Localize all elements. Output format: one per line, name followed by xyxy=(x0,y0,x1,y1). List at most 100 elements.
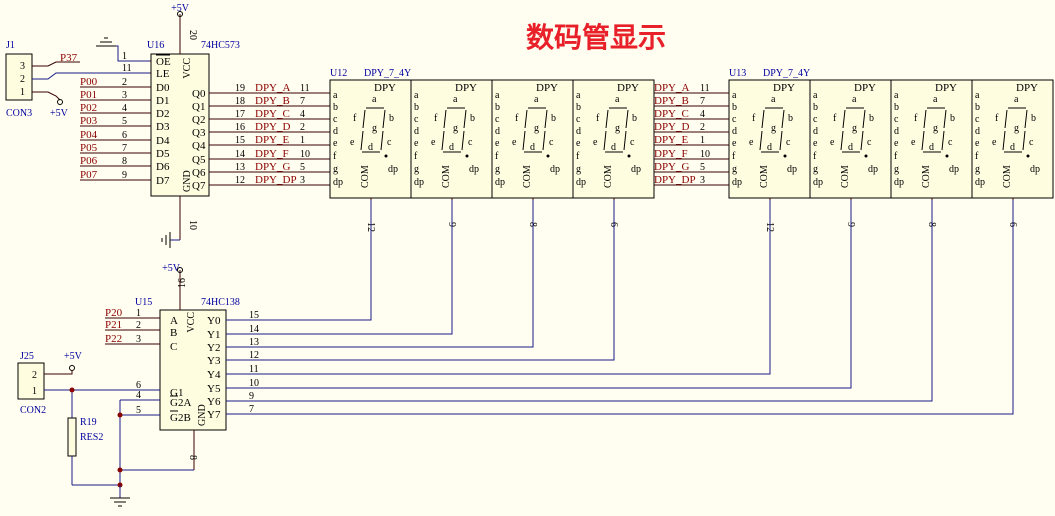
digit-title: DPY xyxy=(935,82,957,94)
com-label: COM xyxy=(603,165,614,188)
u16-net-label: P02 xyxy=(80,102,97,114)
u15-pin-label: G2A xyxy=(170,397,191,409)
bus-net-label: DPY_D xyxy=(654,121,690,133)
segment-pin-label: b xyxy=(894,102,899,113)
u15-pin-label: Y1 xyxy=(207,329,220,341)
display-ref: U12 xyxy=(330,68,347,79)
u16-pin-number: 7 xyxy=(122,143,127,154)
segment-pin-label: dp xyxy=(732,177,742,188)
u16-pin-number: 15 xyxy=(235,135,245,146)
segment-pin-label: f xyxy=(894,151,898,162)
segment-dp-label: dp xyxy=(469,164,479,175)
segment-g-label: g xyxy=(852,123,857,134)
segment-dp-label: dp xyxy=(868,164,878,175)
u15-pin-label: Y3 xyxy=(207,355,221,367)
segment-dp-label: dp xyxy=(1030,164,1040,175)
u15-pin-label: Y7 xyxy=(207,409,221,421)
u16-net-label: DPY_C xyxy=(255,108,290,120)
segment-pin-label: d xyxy=(495,126,500,137)
digit-title: DPY xyxy=(455,82,477,94)
com-label: COM xyxy=(522,165,533,188)
ground-icon xyxy=(110,485,130,507)
j1-pin-3: 3 xyxy=(20,61,25,72)
segment-d-label: d xyxy=(929,142,934,153)
segment-f-label: f xyxy=(353,113,357,124)
display-pin-number: 2 xyxy=(300,122,305,133)
segment-d-label: d xyxy=(368,142,373,153)
segment-a-label: a xyxy=(615,94,620,105)
segment-pin-label: g xyxy=(576,164,581,175)
segment-pin-label: c xyxy=(894,114,899,125)
segment-pin-label: a xyxy=(732,90,737,101)
segment-e-label: e xyxy=(431,137,436,148)
u16-vcc-pin: 20 xyxy=(187,30,198,40)
u16-pin-label: Q1 xyxy=(192,101,205,113)
bus-net-label: DPY_B xyxy=(654,95,689,107)
segment-b-label: b xyxy=(869,113,874,124)
r19-ref: R19 xyxy=(80,417,97,428)
u15-pin-number: 14 xyxy=(249,324,259,335)
u16-pin-number: 18 xyxy=(235,96,245,107)
segment-c-label: c xyxy=(1029,137,1034,148)
u16-pin-label: Q3 xyxy=(192,127,206,139)
display-pin-number: 10 xyxy=(300,149,310,160)
u16-pin-label: Q6 xyxy=(192,167,206,179)
segment-a-label: a xyxy=(1014,94,1019,105)
bus-net-label: DPY_E xyxy=(654,134,689,146)
segment-pin-label: g xyxy=(894,164,899,175)
segment-c-label: c xyxy=(786,137,791,148)
u16-pin-number: 6 xyxy=(122,130,127,141)
u16-pin-label: Q4 xyxy=(192,140,206,152)
segment-d-label: d xyxy=(848,142,853,153)
segment-f-label: f xyxy=(914,113,918,124)
digit-title: DPY xyxy=(617,82,639,94)
u15-vcc-power: +5V xyxy=(162,263,181,274)
j1-pin-1: 1 xyxy=(20,87,25,98)
r19-resistor: R19 RES2 xyxy=(67,390,120,486)
digit-title: DPY xyxy=(1016,82,1038,94)
segment-g-label: g xyxy=(933,123,938,134)
segment-pin-label: b xyxy=(414,102,419,113)
segment-pin-label: e xyxy=(894,138,899,149)
com-label: COM xyxy=(840,165,851,188)
segment-f-label: f xyxy=(515,113,519,124)
segment-d-label: d xyxy=(1010,142,1015,153)
u16-net-label: DPY_DP xyxy=(255,174,297,186)
u16-vcc-power: +5V xyxy=(171,3,190,14)
segment-pin-label: c xyxy=(414,114,419,125)
segment-g-label: g xyxy=(615,123,620,134)
u15-pin-label: Y4 xyxy=(207,369,221,381)
u16-net-label: P05 xyxy=(80,142,98,154)
segment-f-label: f xyxy=(752,113,756,124)
u16-pin-number: 8 xyxy=(122,156,127,167)
display-pin-number: 1 xyxy=(300,135,305,146)
segment-pin-label: c xyxy=(975,114,980,125)
display-pin-number: 4 xyxy=(700,109,705,120)
segment-pin-label: a xyxy=(414,90,419,101)
u15-net-label: P20 xyxy=(105,307,123,319)
segment-b-label: b xyxy=(1031,113,1036,124)
u16-pin-label: D2 xyxy=(156,108,169,120)
segment-pin-label: a xyxy=(333,90,338,101)
u15-pin-number: 4 xyxy=(136,390,141,401)
ground-icon xyxy=(96,37,150,62)
display-pin-number: 4 xyxy=(300,109,305,120)
segment-a-label: a xyxy=(933,94,938,105)
segment-b-label: b xyxy=(950,113,955,124)
u15-pin-label: A xyxy=(170,315,178,327)
u15-pin-number: 1 xyxy=(136,308,141,319)
segment-c-label: c xyxy=(549,137,554,148)
bus-net-label: DPY_A xyxy=(654,82,690,94)
segment-b-label: b xyxy=(632,113,637,124)
display-ref: U13 xyxy=(729,68,746,79)
segment-pin-label: a xyxy=(576,90,581,101)
u16-pin-label: LE xyxy=(156,68,170,80)
